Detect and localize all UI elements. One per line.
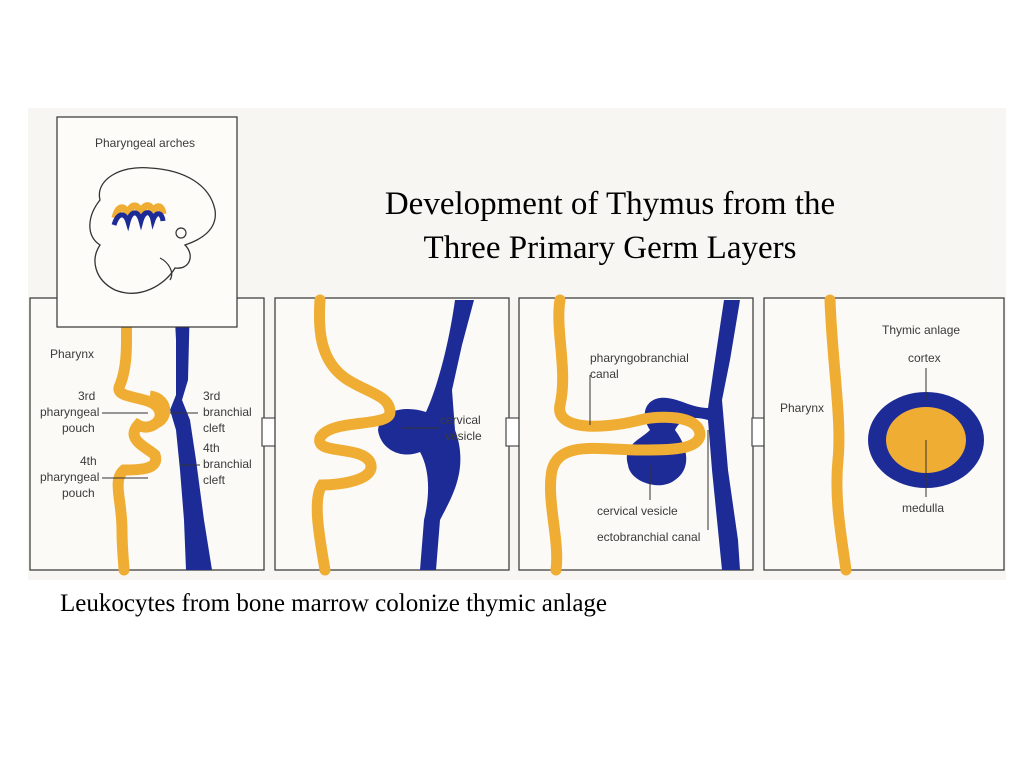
panel-3-ectoderm — [626, 300, 740, 570]
title-line-1: Development of Thymus from the — [384, 186, 836, 222]
inset-pharyngeal-arches: Pharyngeal arches — [56, 116, 238, 328]
panel-1-endoderm-pouch — [148, 390, 171, 430]
panel-2-ectoderm — [378, 300, 474, 570]
label-4th-pouch-1: 4th — [80, 454, 97, 468]
panel-1-frame — [29, 297, 265, 571]
label-4th-cleft-1: 4th — [203, 441, 220, 455]
panel-1-endoderm — [112, 294, 166, 576]
label-3rd-cleft-2: branchial — [203, 405, 252, 419]
embryo-eye-icon — [175, 227, 187, 239]
label-4th-pouch-2: pharyngeal — [40, 470, 99, 484]
title-line-2: Three Primary Germ Layers — [423, 230, 797, 266]
label-pharynx: Pharynx — [50, 347, 94, 361]
inset-frame — [56, 116, 238, 328]
label-3rd-cleft-3: cleft — [203, 421, 226, 435]
label-3rd-pouch-2: pharyngeal — [40, 405, 99, 419]
embryo-limb — [159, 257, 173, 281]
label-cervical: cervical — [440, 413, 481, 427]
label-pharynx-4: Pharynx — [780, 401, 824, 415]
inset-label: Pharyngeal arches — [95, 136, 195, 150]
label-3rd-cleft-1: 3rd — [203, 389, 220, 403]
label-3rd-pouch-1: 3rd — [78, 389, 95, 403]
panel-3-endoderm — [544, 294, 706, 576]
label-3rd-pouch-3: pouch — [62, 421, 95, 435]
pharyngeal-arches-blue — [111, 210, 166, 232]
label-ectobranchial-canal: ectobranchial canal — [597, 530, 700, 544]
label-vesicle: vesicle — [445, 429, 482, 443]
pharyngeal-arches-orange — [111, 202, 167, 229]
panel-2: cervical vesicle — [274, 294, 510, 576]
label-pharyngobranchial: pharyngobranchial — [590, 351, 689, 365]
panel-1-ectoderm — [170, 300, 212, 570]
panel-3: pharyngobranchial canal cervical vesicle… — [518, 294, 754, 576]
label-canal: canal — [590, 367, 619, 381]
panel-1: Pharynx 3rd pharyngeal pouch 4th pharyng… — [29, 294, 265, 576]
panel-2-endoderm — [311, 294, 396, 576]
label-cortex: cortex — [908, 351, 941, 365]
slide-title: Development of Thymus from the Three Pri… — [330, 182, 890, 270]
embryo-outline — [89, 166, 216, 294]
panel-4-pharynx-endoderm — [824, 294, 852, 576]
label-4th-cleft-2: branchial — [203, 457, 252, 471]
label-medulla: medulla — [902, 501, 944, 515]
slide-caption: Leukocytes from bone marrow colonize thy… — [60, 590, 608, 617]
label-thymic-anlage: Thymic anlage — [882, 323, 960, 337]
label-4th-pouch-3: pouch — [62, 486, 95, 500]
panel-4: Thymic anlage cortex Pharynx medulla — [763, 294, 1005, 576]
label-cervical-vesicle: cervical vesicle — [597, 504, 678, 518]
label-4th-cleft-3: cleft — [203, 473, 226, 487]
